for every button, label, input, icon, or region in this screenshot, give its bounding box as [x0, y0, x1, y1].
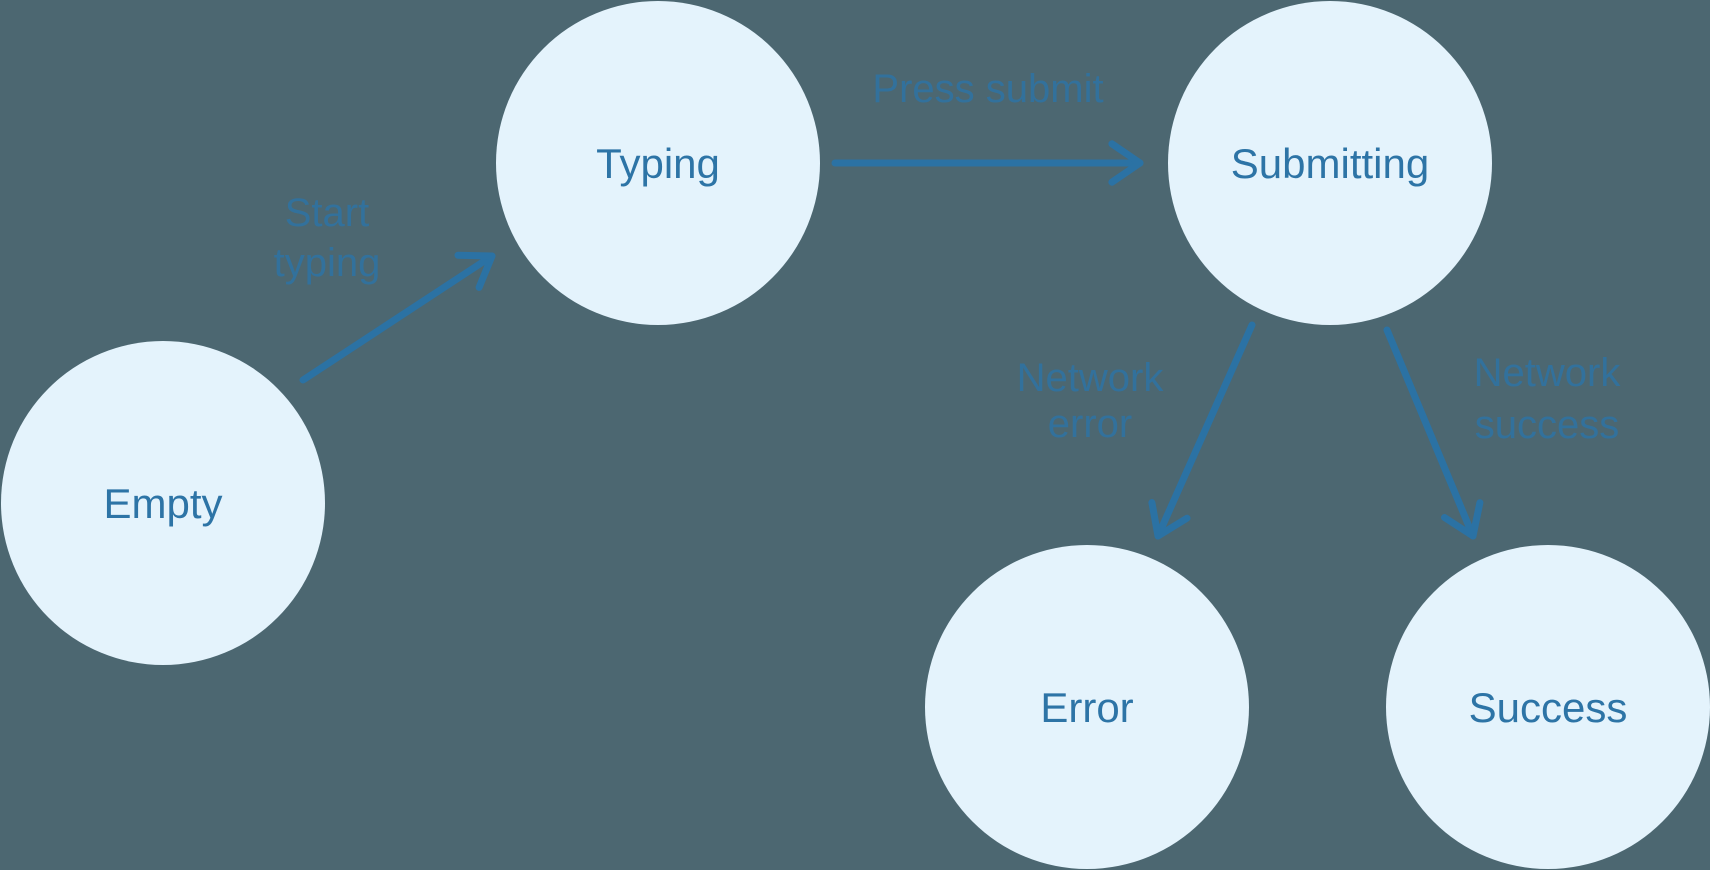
edge-press-submit[interactable]: Press submit	[831, 67, 1144, 186]
node-success[interactable]: Success	[1386, 545, 1710, 869]
state-circle	[925, 545, 1249, 869]
state-circle	[1, 341, 325, 665]
edge-label: success	[1475, 403, 1620, 447]
state-circle	[1386, 545, 1710, 869]
edge-label: typing	[274, 241, 381, 285]
state-label: Submitting	[1231, 140, 1429, 187]
state-circle	[496, 1, 820, 325]
edge-label: error	[1048, 402, 1132, 446]
edge-start-typing[interactable]: Start typing	[274, 191, 496, 384]
edge-network-error[interactable]: Network error	[1017, 321, 1256, 540]
edge-label: Network	[1474, 351, 1622, 395]
edge-label: Network	[1017, 356, 1165, 400]
arrowhead-icon	[1108, 140, 1144, 186]
node-submitting[interactable]: Submitting	[1168, 1, 1492, 325]
edge-line[interactable]	[299, 252, 496, 384]
node-typing[interactable]: Typing	[496, 1, 820, 325]
edge-line[interactable]	[1154, 321, 1256, 540]
node-error[interactable]: Error	[925, 545, 1249, 869]
state-label: Error	[1040, 684, 1133, 731]
arrowhead-icon	[1148, 499, 1191, 540]
arrowhead-icon	[1441, 499, 1484, 540]
edge-line[interactable]	[1383, 326, 1477, 540]
state-label: Empty	[103, 480, 222, 527]
edge-network-success[interactable]: Network success	[1383, 326, 1622, 540]
edge-label: Start	[285, 191, 369, 235]
arrowhead-icon	[454, 251, 496, 291]
edge-label: Press submit	[872, 67, 1103, 111]
state-label: Typing	[596, 140, 720, 187]
state-circle	[1168, 1, 1492, 325]
node-empty[interactable]: Empty	[1, 341, 325, 665]
state-label: Success	[1469, 684, 1628, 731]
